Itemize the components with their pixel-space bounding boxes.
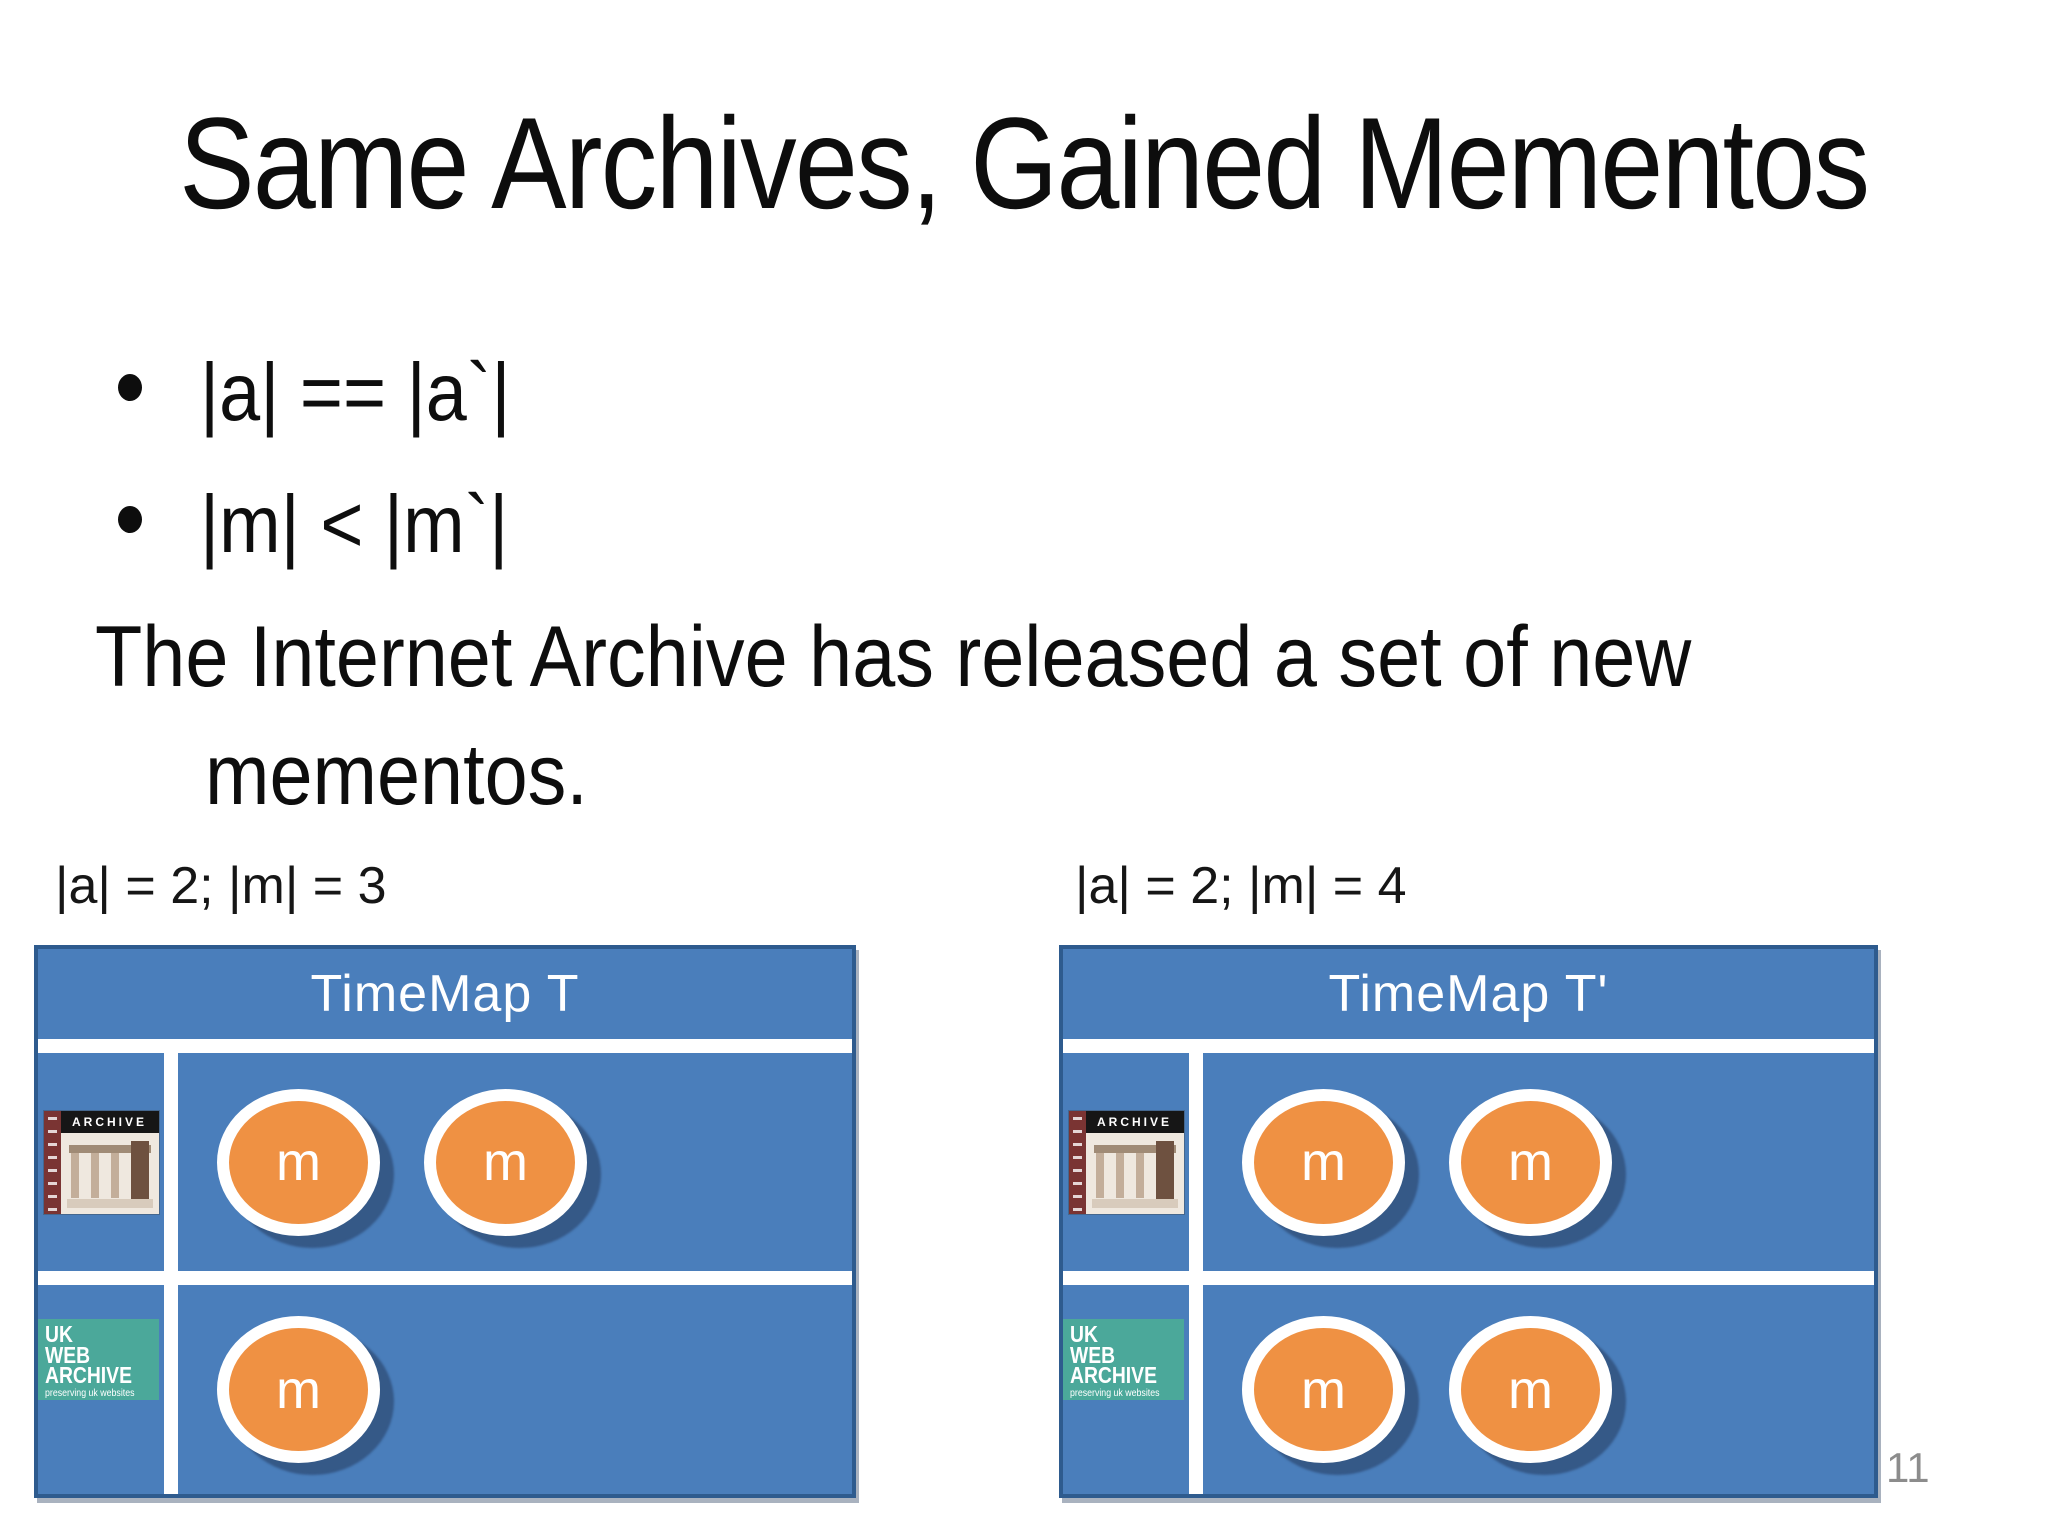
memento-circle: m bbox=[1242, 1088, 1405, 1236]
uk-web-archive-logo-icon: UK WEB ARCHIVE preserving uk websites bbox=[1063, 1319, 1184, 1400]
memento-row-ukwa: m m bbox=[1203, 1285, 1874, 1494]
ia-logo-wordmark: ARCHIVE bbox=[60, 1110, 159, 1133]
ia-logo-building bbox=[60, 1132, 159, 1214]
archive-cell-internet-archive: ARCHIVE bbox=[38, 1053, 164, 1271]
archive-cell-internet-archive: ARCHIVE bbox=[1063, 1053, 1189, 1271]
archive-cell-uk-web-archive: UK WEB ARCHIVE preserving uk websites bbox=[1063, 1285, 1189, 1494]
bullet-item-1: |a| == |a`| bbox=[118, 347, 545, 438]
internet-archive-logo-icon: ARCHIVE bbox=[43, 1110, 159, 1214]
diagram-caption-left: |a| = 2; |m| = 3 bbox=[55, 857, 387, 915]
archive-cell-uk-web-archive: UK WEB ARCHIVE preserving uk websites bbox=[38, 1285, 164, 1494]
bullet-item-2: |m| < |m`| bbox=[118, 479, 543, 570]
diagram-caption-right: |a| = 2; |m| = 4 bbox=[1075, 857, 1407, 915]
ia-logo-wordmark: ARCHIVE bbox=[1085, 1110, 1184, 1133]
memento-circle: m bbox=[424, 1088, 587, 1236]
memento-circle: m bbox=[1449, 1088, 1612, 1236]
memento-circle: m bbox=[1242, 1316, 1405, 1463]
bullet-text-2: |m| < |m`| bbox=[200, 479, 509, 570]
bullet-text-1: |a| == |a`| bbox=[200, 347, 511, 438]
paragraph-line-2: mementos. bbox=[205, 727, 588, 823]
uk-web-archive-logo-icon: UK WEB ARCHIVE preserving uk websites bbox=[38, 1319, 159, 1400]
memento-row-ia: m m bbox=[1203, 1053, 1874, 1271]
memento-circle: m bbox=[217, 1088, 380, 1236]
ia-logo-strip bbox=[1068, 1110, 1086, 1214]
page-number: 11 bbox=[1886, 1444, 1930, 1491]
memento-circle: m bbox=[217, 1316, 380, 1463]
memento-row-ia: m m bbox=[178, 1053, 852, 1271]
timemap-header: TimeMap T bbox=[38, 949, 852, 1039]
internet-archive-logo-icon: ARCHIVE bbox=[1068, 1110, 1184, 1214]
memento-circle: m bbox=[1449, 1316, 1612, 1463]
page-title: Same Archives, Gained Mementos bbox=[179, 90, 1870, 236]
timemap-header: TimeMap T' bbox=[1063, 949, 1874, 1039]
paragraph-line-1: The Internet Archive has released a set … bbox=[95, 609, 1692, 705]
timemap-box-t-prime: TimeMap T' ARCHIVE m m UK WEB ARCHIVE bbox=[1059, 945, 1878, 1498]
timemap-box-t: TimeMap T ARCHIVE m m UK WEB ARCHIVE bbox=[34, 945, 856, 1498]
ia-logo-strip bbox=[43, 1110, 61, 1214]
title-wrap: Same Archives, Gained Mementos bbox=[0, 82, 2048, 245]
bullet-dot bbox=[118, 373, 142, 401]
memento-row-ukwa: m bbox=[178, 1285, 852, 1494]
bullet-dot bbox=[118, 505, 142, 533]
ia-logo-building bbox=[1085, 1132, 1184, 1214]
